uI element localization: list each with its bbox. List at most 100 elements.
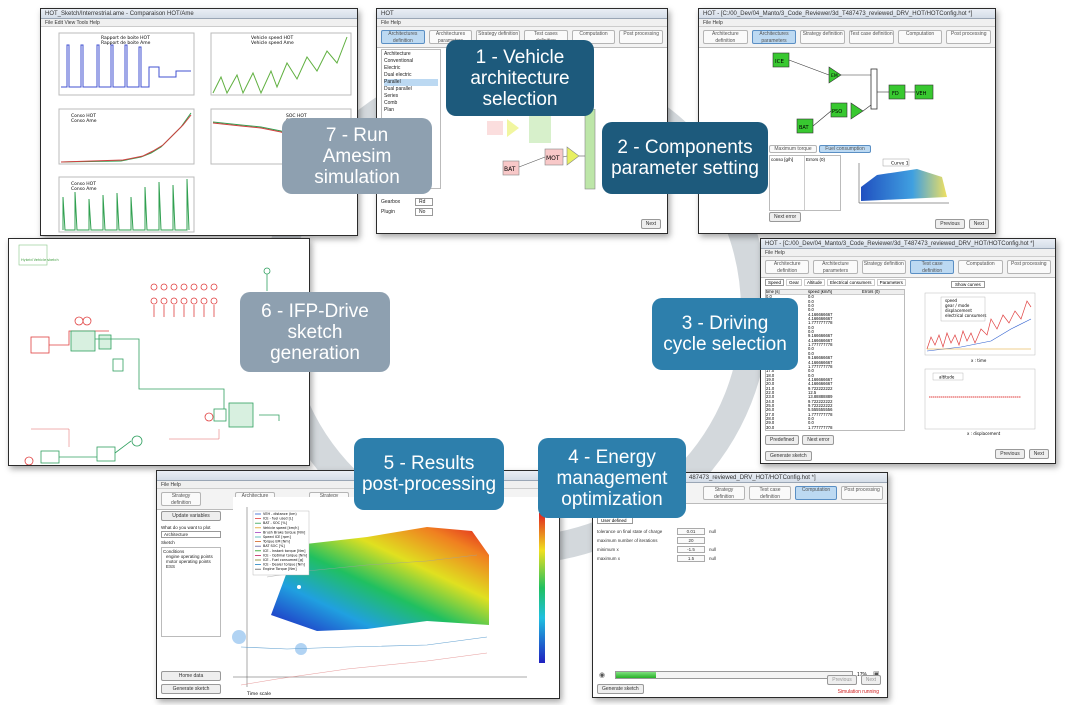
- plugin-select[interactable]: No: [415, 208, 433, 216]
- tab-electrical-consumers[interactable]: Electrical consumers: [827, 279, 875, 286]
- main-tabs: Architecture definition Architecture par…: [761, 257, 1055, 278]
- tab-speed[interactable]: Speed: [765, 279, 785, 286]
- next-error-button[interactable]: Next error: [769, 212, 802, 222]
- tab-fuel-consumption-map[interactable]: Fuel consumption map: [819, 145, 871, 153]
- previous-button[interactable]: Previous: [935, 219, 965, 229]
- window-title: HOT_Sketch/Interrestrial.ame - Comparais…: [41, 9, 357, 19]
- stop-icon[interactable]: ▣: [873, 670, 880, 678]
- list-item[interactable]: Architecture: [384, 51, 411, 57]
- list-item[interactable]: Series: [384, 93, 399, 99]
- generate-sketch-button[interactable]: Generate sketch: [597, 684, 644, 694]
- generate-sketch-button[interactable]: Generate sketch: [161, 684, 221, 694]
- tab-computation[interactable]: Computation: [958, 260, 1003, 274]
- tab-strategy-definition[interactable]: Strategy definition: [703, 486, 745, 500]
- field-label: maximum number of iterations: [597, 538, 658, 543]
- previous-button[interactable]: Previous: [827, 675, 857, 685]
- tree-item[interactable]: Conditions: [163, 549, 185, 554]
- legend-entry: BAT - SOC [%]: [263, 521, 288, 525]
- x-axis-label: x : time: [971, 358, 987, 363]
- update-variables-button[interactable]: Update variables: [161, 511, 221, 521]
- tab-test-case-definition[interactable]: Test case definition: [749, 486, 791, 500]
- em-block-label: EM: [831, 73, 838, 79]
- tab-architecture-definition[interactable]: Architecture definition: [703, 30, 748, 44]
- menu-bar[interactable]: File Help: [761, 249, 1055, 257]
- tree-item[interactable]: motor operating points: [166, 559, 211, 564]
- field-input[interactable]: -1.5: [677, 546, 705, 553]
- menu-bar[interactable]: File Edit View Tools Help: [41, 19, 357, 27]
- plot-select[interactable]: Architecture: [161, 531, 221, 538]
- next-error-button[interactable]: Next error: [802, 435, 835, 445]
- tab-post-processing[interactable]: Post processing: [1006, 260, 1051, 274]
- next-button[interactable]: Next: [860, 675, 881, 685]
- generate-sketch-button[interactable]: Generate sketch: [765, 451, 812, 461]
- tab-architecture-parameters[interactable]: Architecture parameters: [813, 260, 858, 274]
- field-input[interactable]: 0.01: [677, 528, 705, 535]
- tab-strategy-definition[interactable]: Strategy definition: [800, 30, 846, 44]
- list-item[interactable]: Dual parallel: [384, 86, 412, 92]
- menu-bar[interactable]: File Help: [377, 19, 667, 27]
- tab-strategy-definition[interactable]: Strategy definition: [161, 492, 201, 506]
- tab-test-case-definition[interactable]: Test case definition: [849, 30, 894, 44]
- veh-block-label: VEH: [916, 91, 927, 97]
- tab-test-case-definition[interactable]: Test case definition: [909, 260, 955, 274]
- tab-post-processing[interactable]: Post processing: [841, 486, 883, 500]
- next-button[interactable]: Next: [968, 219, 989, 229]
- tab-post-processing[interactable]: Post processing: [946, 30, 992, 44]
- tab-computation[interactable]: Computation: [795, 486, 837, 500]
- tab-architectures-definition[interactable]: Architectures definition: [381, 30, 425, 44]
- tab-computation[interactable]: Computation: [897, 30, 943, 44]
- time-cell: 25.0: [766, 402, 775, 408]
- tab-altitude[interactable]: Altitude: [804, 279, 826, 286]
- field-input[interactable]: 1.5: [677, 555, 705, 562]
- speed-cell: 13.88888889: [808, 394, 833, 400]
- list-item[interactable]: Dual electric: [384, 72, 412, 78]
- predefined-button[interactable]: Predefined: [765, 435, 800, 445]
- map-table[interactable]: conso [g/h] Errors (0): [769, 155, 841, 211]
- menu-bar[interactable]: File Help: [699, 19, 995, 27]
- speed-cell: 0.0: [808, 350, 814, 356]
- previous-button[interactable]: Previous: [995, 449, 1025, 459]
- gearbox-select[interactable]: Rd: [415, 198, 433, 206]
- legend-electrical: electrical consumers: [945, 313, 986, 318]
- next-button[interactable]: Next: [640, 219, 661, 229]
- tab-architecture-parameters[interactable]: Architectures parameters: [751, 30, 797, 44]
- play-icon[interactable]: ◉: [599, 672, 606, 679]
- next-button[interactable]: Next: [1028, 449, 1049, 459]
- list-item[interactable]: Conventional: [384, 58, 414, 64]
- tab-parameters[interactable]: Parameters: [876, 279, 906, 286]
- legend-entry: Speed ICE [rpm]: [263, 535, 291, 539]
- home-data-button[interactable]: Home data: [161, 671, 221, 681]
- tab-strategy-definition[interactable]: Strategy definition: [861, 260, 906, 274]
- list-item[interactable]: Plan: [384, 107, 395, 113]
- field-input[interactable]: 20: [677, 537, 705, 544]
- show-curves-select[interactable]: Show curves: [951, 281, 985, 288]
- tree-item[interactable]: engine operating points: [166, 554, 213, 559]
- list-item[interactable]: Electric: [384, 65, 401, 71]
- list-item[interactable]: Parallel: [384, 79, 438, 86]
- tab-gear[interactable]: Gear: [786, 279, 803, 286]
- tree-item[interactable]: ESS: [166, 564, 176, 569]
- tab-architecture-definition[interactable]: Architecture definition: [765, 260, 810, 274]
- variable-tree[interactable]: Conditions engine operating points motor…: [161, 547, 221, 637]
- list-item[interactable]: Comb: [384, 100, 398, 106]
- tab-post-processing[interactable]: Post processing: [619, 30, 664, 44]
- speed-table[interactable]: time [s] speed [km/h] Errors (0) 0.00.01…: [765, 289, 905, 431]
- strategy-select[interactable]: User defined: [597, 517, 633, 524]
- tab-max-torque-map[interactable]: Maximum torque map: [769, 145, 817, 153]
- column-header: Errors (0): [862, 289, 880, 294]
